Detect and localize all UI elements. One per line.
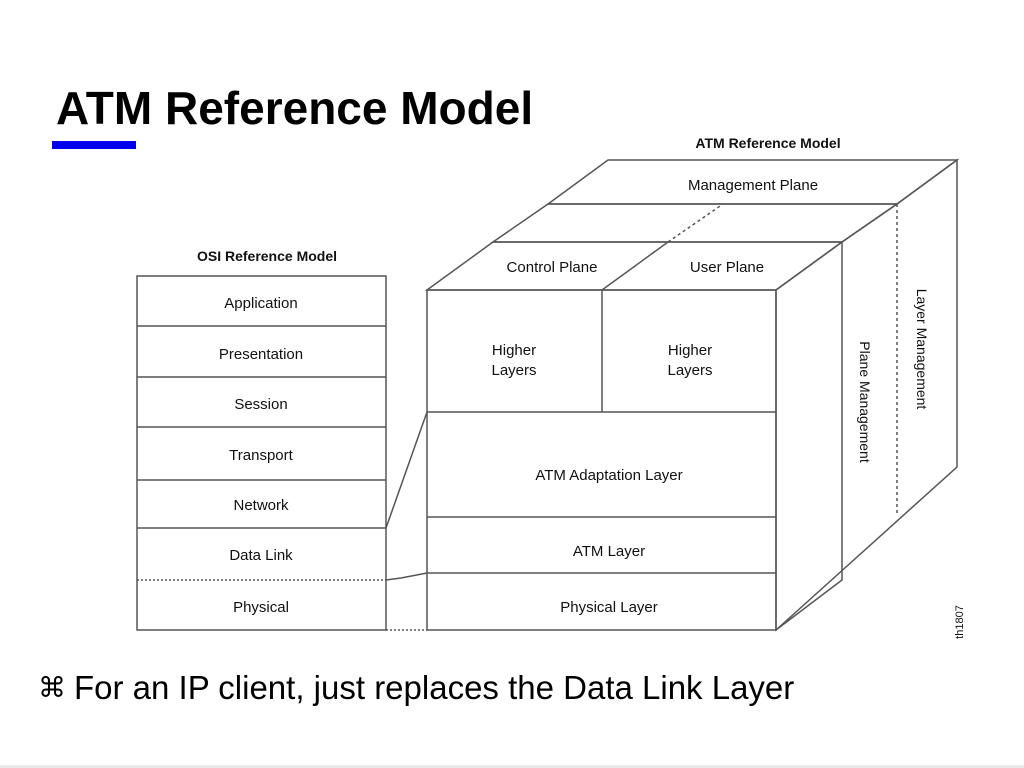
osi-layer-network: Network: [233, 497, 289, 514]
bullet-text: For an IP client, just replaces the Data…: [74, 669, 795, 706]
slide-title: ATM Reference Model: [56, 82, 534, 134]
atm-layer-label: ATM Layer: [573, 543, 645, 560]
plane-management-side: [775, 240, 843, 632]
command-key-icon: ⌘: [38, 671, 66, 704]
osi-layer-presentation: Presentation: [219, 346, 303, 363]
higher-layers-user-line2: Layers: [667, 362, 712, 379]
atm-adaptation-layer-label: ATM Adaptation Layer: [535, 467, 682, 484]
osi-layer-application: Application: [224, 295, 297, 312]
figure-id-label: th1807: [954, 605, 966, 639]
physical-layer-label: Physical Layer: [560, 599, 658, 616]
osi-layer-session: Session: [234, 396, 287, 413]
bullet-item: ⌘For an IP client, just replaces the Dat…: [38, 668, 794, 708]
management-plane-label: Management Plane: [688, 177, 818, 194]
osi-layer-transport: Transport: [229, 447, 293, 464]
higher-layers-control-line2: Layers: [491, 362, 536, 379]
bottom-rule: [0, 765, 1024, 768]
layer-management-label: Layer Management: [914, 289, 930, 410]
user-plane-label: User Plane: [690, 259, 764, 276]
atm-model-title: ATM Reference Model: [695, 135, 840, 151]
osi-stack-outline: [136, 275, 387, 631]
title-underline: [52, 141, 136, 149]
osi-model-title: OSI Reference Model: [197, 248, 337, 264]
osi-layer-data-link: Data Link: [229, 547, 293, 564]
plane-management-label: Plane Management: [857, 341, 873, 463]
higher-layers-control-line1: Higher: [492, 342, 536, 359]
higher-layers-user-line1: Higher: [668, 342, 712, 359]
osi-layer-physical: Physical: [233, 599, 289, 616]
control-plane-label: Control Plane: [507, 259, 598, 276]
